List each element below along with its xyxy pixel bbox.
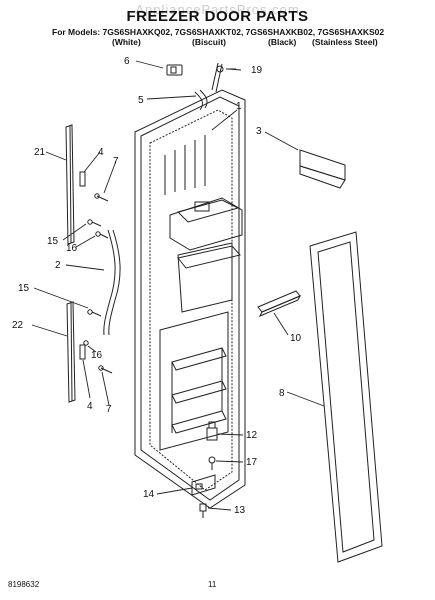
callout-4-lower: 4 [87, 401, 93, 412]
hinge-screw-13 [199, 503, 207, 518]
callout-15-lower: 15 [18, 283, 30, 294]
ground-wire-clip [211, 62, 236, 93]
callout-21: 21 [34, 147, 46, 158]
callout-5: 5 [138, 95, 144, 106]
page-title: FREEZER DOOR PARTS [126, 8, 309, 25]
door-bin [299, 149, 346, 189]
callout-17: 17 [246, 457, 258, 468]
callout-16-upper: 16 [66, 243, 78, 254]
handle-bracket-lower [79, 344, 86, 360]
door-gasket [309, 231, 383, 563]
hinge-bushing [206, 421, 218, 441]
lower-hinge-bracket [191, 474, 216, 496]
callout-14: 14 [143, 489, 155, 500]
wire-connector [166, 64, 183, 76]
door-handle [103, 229, 121, 336]
color-stainless-steel: (Stainless Steel) [312, 37, 378, 47]
screw-16-lower [83, 340, 89, 346]
hinge-screw-17 [208, 456, 216, 470]
door-wires [199, 89, 208, 109]
handle-trim-upper [65, 124, 75, 245]
callout-16-lower: 16 [91, 350, 103, 361]
callout-4-upper: 4 [98, 147, 104, 158]
models-line: For Models: 7GS6SHAXKQ02, 7GS6SHAXKT02, … [52, 27, 385, 37]
watermark: AppliancePartsPros.com [135, 2, 300, 17]
callout-19: 19 [251, 65, 263, 76]
diagram-part-number: 8198632 [8, 580, 40, 589]
callout-15-upper: 15 [47, 236, 59, 247]
color-biscuit: (Biscuit) [192, 37, 226, 47]
callout-7-upper: 7 [113, 156, 119, 167]
color-black: (Black) [268, 37, 297, 47]
page-number: 11 [208, 580, 217, 589]
door-panel [134, 89, 246, 509]
handle-trim-lower [66, 301, 76, 403]
callout-1: 1 [236, 101, 242, 112]
gasket-strip [257, 290, 302, 317]
callout-6: 6 [124, 56, 130, 67]
callout-10: 10 [290, 333, 302, 344]
callout-8: 8 [279, 388, 285, 399]
callout-13: 13 [234, 505, 246, 516]
callout-12: 12 [246, 430, 258, 441]
screw-15-upper [87, 219, 93, 225]
callout-3: 3 [256, 126, 262, 137]
handle-bracket-upper [79, 171, 86, 187]
callout-7-lower: 7 [106, 404, 112, 415]
callout-22: 22 [12, 320, 24, 331]
screw-15-lower [87, 309, 93, 315]
callout-2: 2 [55, 260, 61, 271]
color-white: (White) [112, 37, 141, 47]
screw-16-upper [95, 231, 101, 237]
